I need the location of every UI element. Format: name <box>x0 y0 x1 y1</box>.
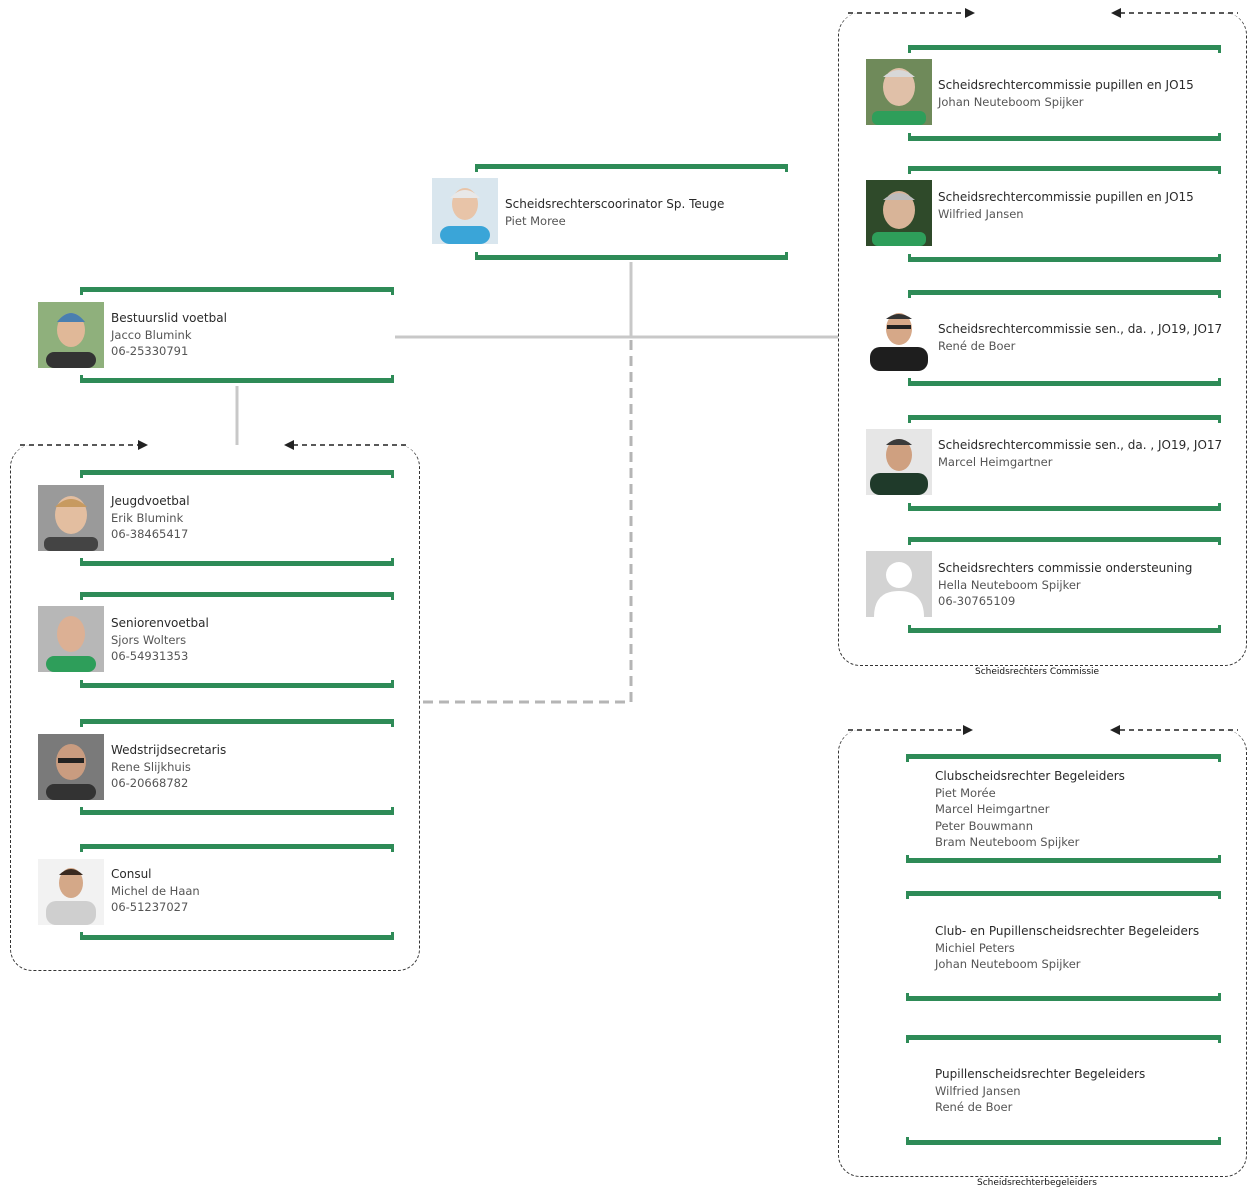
coordinator-text: Scheidsrechterscoorinator Sp. Teuge Piet… <box>505 196 724 229</box>
left-card-photo <box>38 606 104 672</box>
supervisor-card-text: Club- en Pupillenscheidsrechter Begeleid… <box>935 923 1199 973</box>
left-card-name: Michel de Haan <box>111 883 200 898</box>
left-card <box>80 592 394 688</box>
supervisor-name: Michiel Peters <box>935 940 1015 955</box>
left-card-title: Seniorenvoetbal <box>111 616 209 630</box>
left-card-photo <box>38 485 104 551</box>
supervisor-card <box>906 1035 1221 1145</box>
coordinator-card <box>475 164 788 260</box>
supervisor-name: Peter Bouwmann <box>935 818 1034 833</box>
commission-card-name: Marcel Heimgartner <box>938 454 1053 469</box>
left-card-photo <box>38 859 104 925</box>
arrows-supervisors <box>848 725 1238 735</box>
board-member-photo <box>38 302 104 368</box>
commission-card-text: Scheidsrechters commissie ondersteuning … <box>938 560 1192 610</box>
supervisor-name: Piet Morée <box>935 785 996 800</box>
supervisor-card <box>906 754 1221 863</box>
left-card-title: Jeugdvoetbal <box>111 494 190 508</box>
connector-dashed <box>420 340 633 704</box>
coordinator-name: Piet Moree <box>505 213 566 228</box>
commission-card <box>908 166 1221 262</box>
commission-card-name: Johan Neuteboom Spijker <box>938 94 1084 109</box>
left-card <box>80 470 394 566</box>
supervisor-name: Bram Neuteboom Spijker <box>935 835 1080 849</box>
left-card-text: Jeugdvoetbal Erik Blumink 06-38465417 <box>111 493 190 543</box>
supervisor-card-text: Clubscheidsrechter Begeleiders Piet Moré… <box>935 768 1125 851</box>
left-card-title: Consul <box>111 867 152 881</box>
arrows-left-group <box>20 440 408 450</box>
left-card-name: Erik Blumink <box>111 510 184 525</box>
commission-card-text: Scheidsrechtercommissie pupillen en JO15… <box>938 189 1194 222</box>
left-group-box <box>10 445 420 971</box>
commission-card-title: Scheidsrechtercommissie pupillen en JO15 <box>938 190 1194 204</box>
commission-card-name: Hella Neuteboom Spijker <box>938 577 1081 592</box>
supervisor-card-title: Pupillenscheidsrechter Begeleiders <box>935 1067 1146 1081</box>
supervisor-card-title: Club- en Pupillenscheidsrechter Begeleid… <box>935 924 1200 938</box>
commission-card <box>908 537 1221 633</box>
supervisor-name: Marcel Heimgartner <box>935 802 1050 816</box>
supervisor-card-title: Clubscheidsrechter Begeleiders <box>935 769 1125 783</box>
commission-card-name: Wilfried Jansen <box>938 206 1024 221</box>
left-card <box>80 844 394 940</box>
coordinator-photo <box>432 178 498 244</box>
supervisor-name: Johan Neuteboom Spijker <box>935 957 1081 971</box>
commission-card-photo <box>866 180 932 246</box>
supervisors-caption: Scheidsrechterbegeleiders <box>977 1178 1097 1188</box>
board-member-name: Jacco Blumink <box>111 327 192 342</box>
commission-card-photo <box>866 305 932 371</box>
commission-card-text: Scheidsrechtercommissie pupillen en JO15… <box>938 77 1194 110</box>
commission-card-photo <box>866 429 932 495</box>
board-member-text: Bestuurslid voetbal Jacco Blumink 06-253… <box>111 310 227 360</box>
arrows-commission <box>848 8 1238 18</box>
card-bottom-bar <box>475 252 788 260</box>
commission-card-title: Scheidsrechtercommissie pupillen en JO15 <box>938 78 1194 92</box>
placeholder-avatar-icon <box>866 551 932 617</box>
supervisor-card-text: Pupillenscheidsrechter Begeleiders Wilfr… <box>935 1066 1145 1116</box>
left-card-phone: 06-54931353 <box>111 649 189 663</box>
left-card-phone: 06-20668782 <box>111 776 189 790</box>
supervisor-card <box>906 891 1221 1001</box>
left-card-name: Rene Slijkhuis <box>111 759 191 774</box>
board-member-title: Bestuurslid voetbal <box>111 311 227 325</box>
supervisors-group-box <box>838 730 1247 1177</box>
left-card-text: Seniorenvoetbal Sjors Wolters 06-5493135… <box>111 615 209 665</box>
commission-card-photo <box>866 59 932 125</box>
card-top-bar <box>475 164 788 172</box>
left-card-name: Sjors Wolters <box>111 632 187 647</box>
commission-card <box>908 415 1221 511</box>
commission-card-title: Scheidsrechters commissie ondersteuning <box>938 561 1193 575</box>
commission-card-text: Scheidsrechtercommissie sen., da. , JO19… <box>938 321 1222 354</box>
left-card-title: Wedstrijdsecretaris <box>111 743 227 757</box>
commission-card-text: Scheidsrechtercommissie sen., da. , JO19… <box>938 437 1222 470</box>
board-member-card <box>80 287 394 383</box>
commission-card-name: René de Boer <box>938 338 1016 353</box>
commission-card-title: Scheidsrechtercommissie sen., da. , JO19… <box>938 322 1223 336</box>
supervisor-name: Wilfried Jansen <box>935 1083 1021 1098</box>
left-card-text: Wedstrijdsecretaris Rene Slijkhuis 06-20… <box>111 742 226 792</box>
left-card <box>80 719 394 815</box>
commission-card-title: Scheidsrechtercommissie sen., da. , JO19… <box>938 438 1223 452</box>
board-member-phone: 06-25330791 <box>111 344 189 358</box>
commission-card-phone: 06-30765109 <box>938 594 1016 608</box>
supervisor-name: René de Boer <box>935 1100 1013 1114</box>
commission-group-box <box>838 13 1247 666</box>
left-card-phone: 06-51237027 <box>111 900 189 914</box>
commission-card <box>908 45 1221 141</box>
commission-card <box>908 290 1221 386</box>
left-card-photo <box>38 734 104 800</box>
left-card-text: Consul Michel de Haan 06-51237027 <box>111 866 200 916</box>
coordinator-title: Scheidsrechterscoorinator Sp. Teuge <box>505 197 725 211</box>
commission-caption: Scheidsrechters Commissie <box>975 667 1100 677</box>
left-card-phone: 06-38465417 <box>111 527 189 541</box>
